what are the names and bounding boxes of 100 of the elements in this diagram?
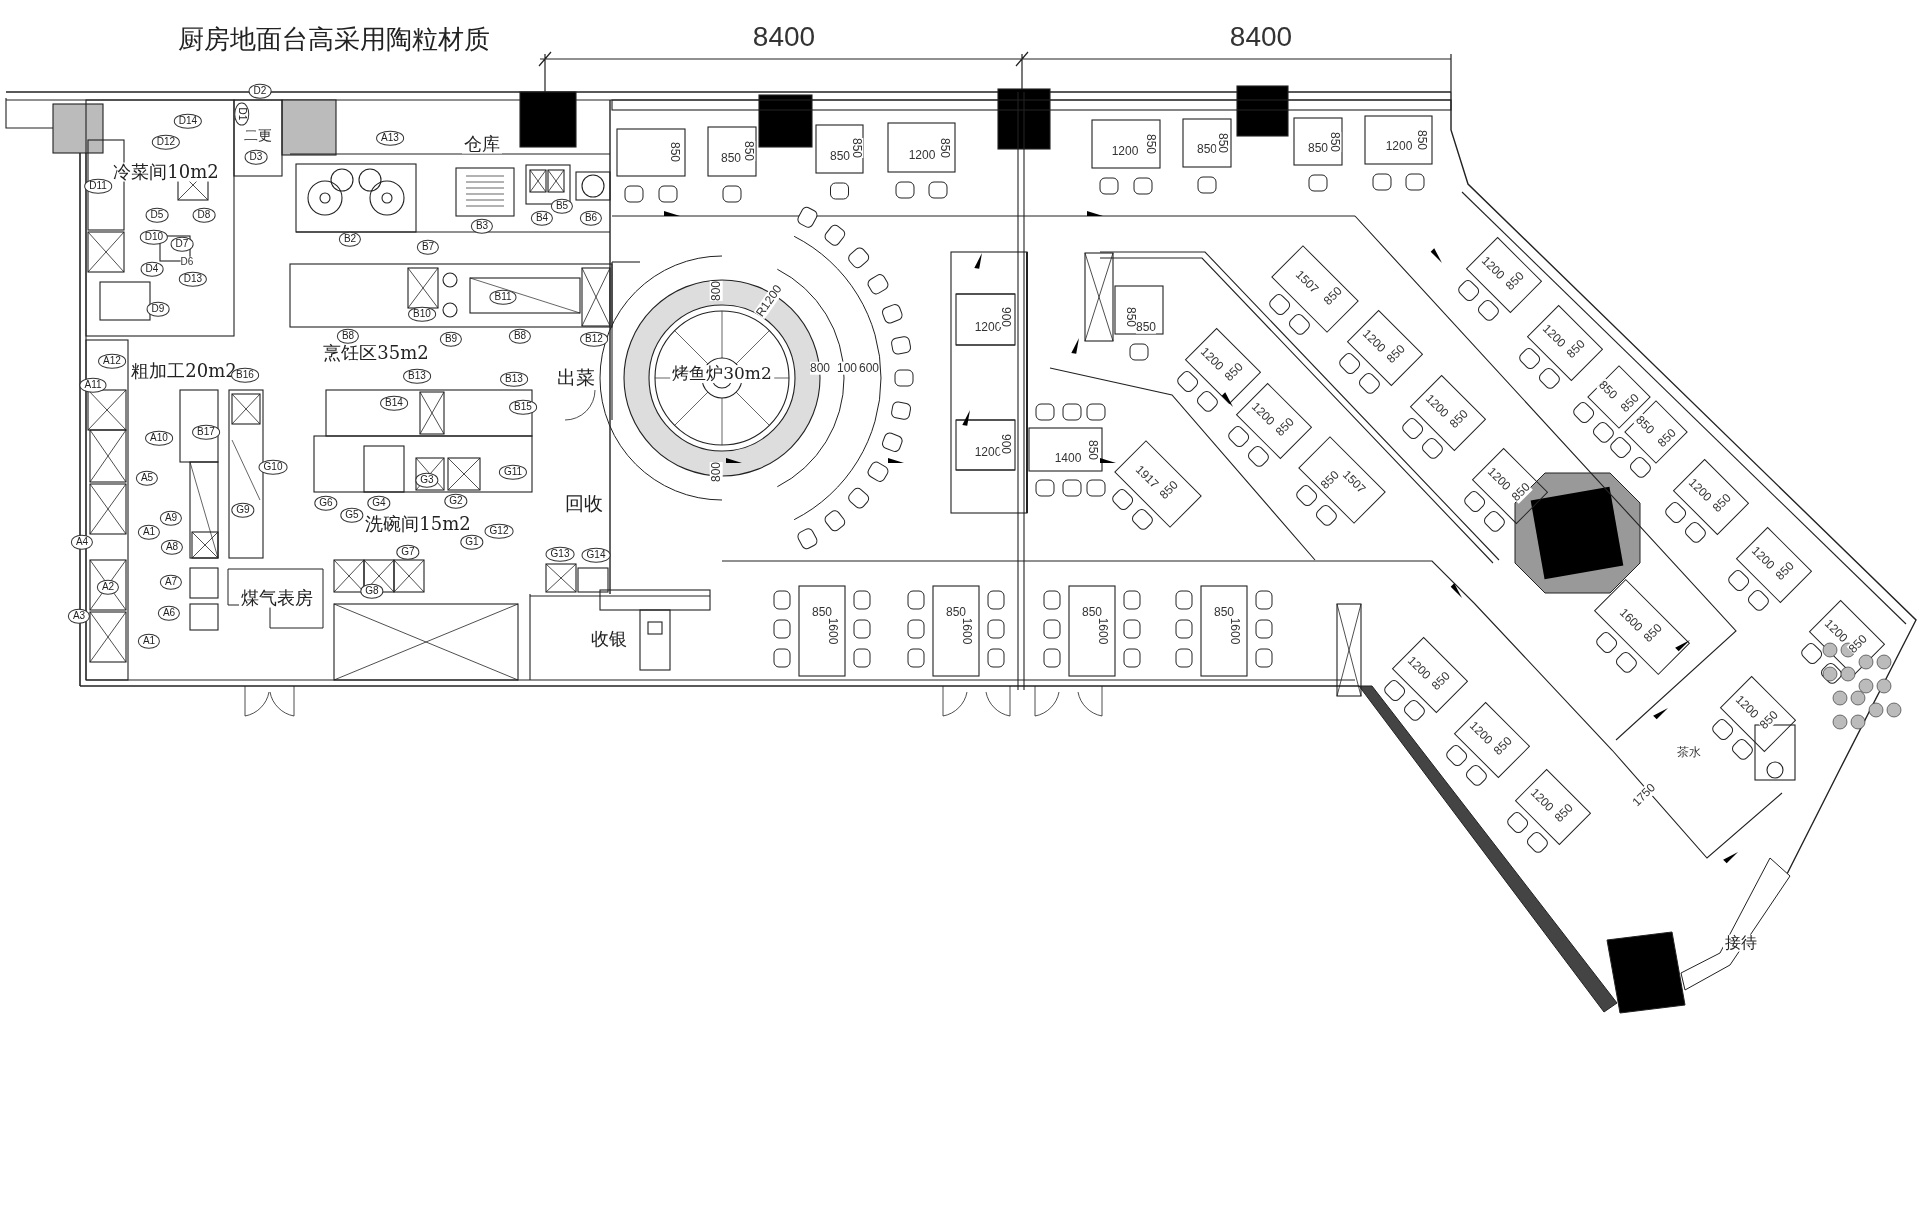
equipment-tag: B13 <box>403 368 431 384</box>
dimension-label: 1200 <box>908 148 936 162</box>
equipment-tag: A1 <box>137 524 161 540</box>
equipment-tag: D1 <box>234 102 250 126</box>
equipment-tag: G5 <box>340 507 364 523</box>
equipment-tag: B8 <box>508 328 532 344</box>
equipment-tag: G3 <box>415 472 439 488</box>
room-label: 二更 <box>242 127 274 143</box>
equipment-tag: A4 <box>70 534 94 550</box>
equipment-tag: G6 <box>314 495 338 511</box>
equipment-tag: D9 <box>146 301 170 317</box>
dimension-label: 850 <box>1136 320 1156 334</box>
equipment-tag: G12 <box>484 523 514 539</box>
dimension-label: 100 <box>837 361 857 375</box>
equipment-tag: A9 <box>159 510 183 526</box>
dimension-label: 850 <box>1308 141 1328 155</box>
equipment-tag: D2 <box>248 83 272 99</box>
equipment-tag: A12 <box>98 353 126 369</box>
dimension-label: 850 <box>1503 269 1527 293</box>
dimension-label: 850 <box>742 141 756 161</box>
equipment-tag: G4 <box>367 495 391 511</box>
dimension-label: 850 <box>1273 415 1297 439</box>
area-label: 茶水 <box>1677 745 1701 759</box>
equipment-label: D6 <box>180 256 194 268</box>
equipment-tag: G2 <box>444 493 468 509</box>
dimension-label: 850 <box>1447 407 1471 431</box>
dimension-label: 850 <box>1415 130 1429 150</box>
dimension-label: 1600 <box>960 617 974 645</box>
dimension-label: 850 <box>1124 307 1138 327</box>
dimension-label: 850 <box>938 138 952 158</box>
equipment-tag: A5 <box>135 470 159 486</box>
dimension-label: 900 <box>999 434 1013 454</box>
equipment-tag: B4 <box>530 210 554 226</box>
equipment-tag: D5 <box>145 207 169 223</box>
equipment-tag: G14 <box>581 547 611 563</box>
dimension-label: 850 <box>1633 413 1657 437</box>
dimension-label: 850 <box>1082 605 1102 619</box>
room-label: 烤鱼炉30m2 <box>670 365 774 383</box>
equipment-tag: B8 <box>336 328 360 344</box>
equipment-tag: D8 <box>192 207 216 223</box>
flow-label: 回收 <box>565 494 603 514</box>
equipment-tag: A11 <box>79 377 107 393</box>
dimension-label: 850 <box>1655 426 1679 450</box>
dimension-label: 850 <box>1757 708 1781 732</box>
dimension-label: 850 <box>946 605 966 619</box>
equipment-tag: A8 <box>160 539 184 555</box>
dimension-label: 850 <box>1564 337 1588 361</box>
equipment-tag: B11 <box>489 289 517 305</box>
equipment-tag: D10 <box>139 229 169 245</box>
dimension-label: 850 <box>1328 132 1342 152</box>
equipment-tag: D12 <box>151 134 181 150</box>
equipment-tag: G10 <box>258 459 288 475</box>
dimension-label: 600 <box>859 361 879 375</box>
equipment-tag: G9 <box>231 502 255 518</box>
equipment-tag: B17 <box>192 424 220 440</box>
equipment-tag: D13 <box>178 271 208 287</box>
equipment-tag: A13 <box>376 130 404 146</box>
dimension-label: 1400 <box>1054 451 1082 465</box>
equipment-tag: A1 <box>137 633 161 649</box>
dimension-label: 1200 <box>1111 144 1139 158</box>
dimension-label: 850 <box>1222 360 1246 384</box>
equipment-tag: B9 <box>439 331 463 347</box>
room-label: 收银 <box>589 629 629 649</box>
dimension-label: 850 <box>721 151 741 165</box>
dimension-label: 1600 <box>1228 617 1242 645</box>
equipment-tag: A6 <box>157 605 181 621</box>
equipment-tag: A10 <box>145 430 173 446</box>
flow-label: 出菜 <box>557 368 595 388</box>
equipment-tag: B15 <box>509 399 537 415</box>
dimension-label: 850 <box>1144 134 1158 154</box>
dimension-label: 850 <box>850 138 864 158</box>
equipment-tag: A3 <box>67 608 91 624</box>
title: 厨房地面台高采用陶粒材质 <box>176 26 492 54</box>
dimension-label: 850 <box>1773 559 1797 583</box>
equipment-tag: G13 <box>545 546 575 562</box>
equipment-tag: D14 <box>173 113 203 129</box>
dimension-label: 850 <box>1216 133 1230 153</box>
equipment-tag: G8 <box>360 583 384 599</box>
equipment-tag: D4 <box>140 261 164 277</box>
room-label: 煤气表房 <box>239 588 315 608</box>
dimension-label: 850 <box>1086 440 1100 460</box>
room-label: 仓库 <box>462 134 502 154</box>
equipment-tag: B10 <box>408 306 436 322</box>
dimension-label: 850 <box>1596 378 1620 402</box>
equipment-tag: G1 <box>460 534 484 550</box>
dimension-label: 1600 <box>1096 617 1110 645</box>
dimension-label: 1200 <box>974 320 1002 334</box>
dimension-label: 850 <box>1197 142 1217 156</box>
dimension-label: 900 <box>999 307 1013 327</box>
dimension-label: 850 <box>1318 468 1342 492</box>
equipment-tag: B7 <box>416 239 440 255</box>
equipment-tag: B5 <box>550 198 574 214</box>
dimension-label: 850 <box>1321 284 1345 308</box>
dimension-label: 850 <box>1641 621 1665 645</box>
dimension-label: 850 <box>668 142 682 162</box>
equipment-tag: A2 <box>96 579 120 595</box>
dimension-label: 1600 <box>826 617 840 645</box>
equipment-tag: G11 <box>498 464 528 480</box>
equipment-tag: D11 <box>84 178 112 194</box>
equipment-tag: A7 <box>159 574 183 590</box>
